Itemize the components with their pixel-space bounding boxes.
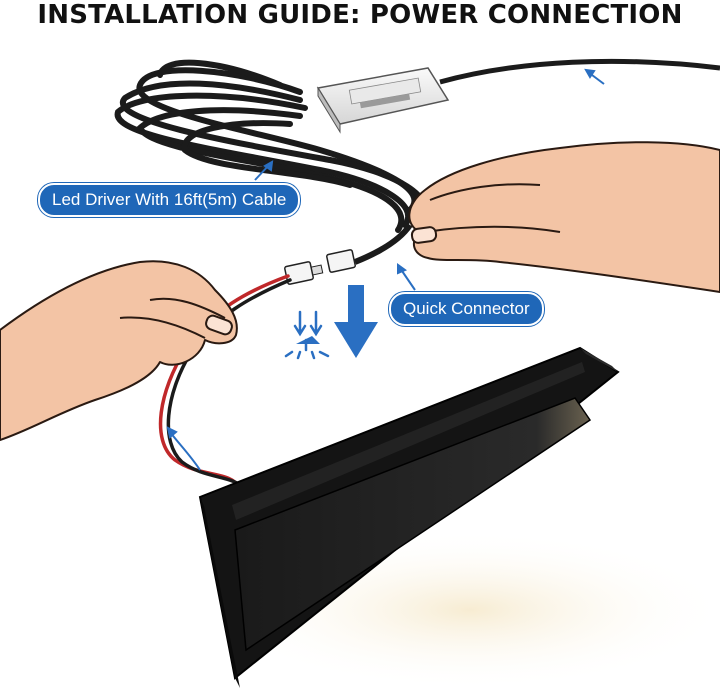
fixture-wires	[158, 274, 292, 492]
down-arrow-icon	[334, 285, 378, 358]
pointer-arrow-icon	[584, 68, 605, 85]
quick-connector	[284, 249, 356, 285]
right-hand	[408, 141, 720, 293]
pointer-arrow-icon	[166, 426, 201, 471]
connector-label: Quick Connector	[389, 292, 544, 326]
cable-to-connector	[353, 223, 413, 265]
pointer-arrow-icon	[397, 263, 416, 291]
spark-icon	[284, 310, 330, 360]
led-fixture	[198, 346, 620, 688]
driver-cable-right	[439, 58, 720, 85]
page-title: INSTALLATION GUIDE: POWER CONNECTION	[37, 0, 683, 30]
pointer-arrow-icon	[254, 160, 274, 181]
driver-label: Led Driver With 16ft(5m) Cable	[38, 183, 301, 217]
left-hand	[0, 260, 238, 441]
coiled-cable	[114, 59, 428, 233]
led-driver-box	[316, 67, 450, 134]
